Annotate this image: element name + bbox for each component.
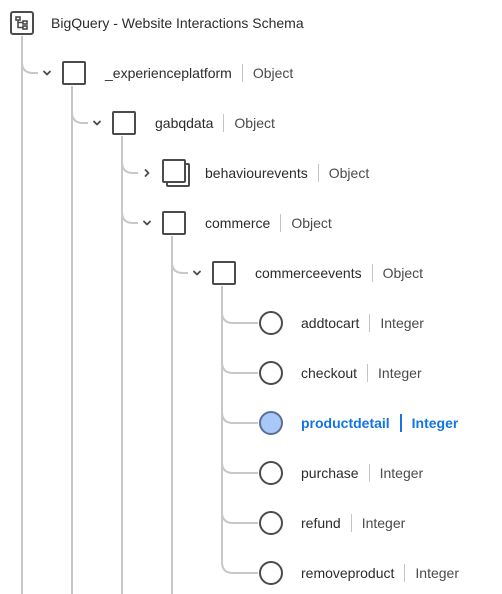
object-icon	[112, 111, 136, 135]
divider	[223, 114, 225, 132]
tree-field-refund[interactable]: refund Integer	[259, 508, 405, 538]
field-name: productdetail	[301, 415, 390, 431]
tree-node-experienceplatform[interactable]: _experienceplatform Object	[40, 58, 293, 88]
tree-field-purchase[interactable]: purchase Integer	[259, 458, 423, 488]
chevron-down-icon[interactable]	[40, 66, 54, 80]
schema-title: BigQuery - Website Interactions Schema	[51, 15, 304, 31]
node-name: behaviourevents	[205, 165, 308, 181]
field-name: removeproduct	[301, 565, 395, 581]
divider	[399, 414, 402, 432]
tree-node-gabqdata[interactable]: gabqdata Object	[90, 108, 275, 138]
tree-node-commerceevents[interactable]: commerceevents Object	[190, 258, 423, 288]
chevron-right-icon[interactable]	[140, 166, 154, 180]
divider	[280, 214, 282, 232]
field-circle-icon	[259, 461, 283, 485]
field-type: Integer	[415, 565, 459, 581]
tree-node-behaviourevents[interactable]: behaviourevents Object	[140, 158, 369, 188]
node-name: commerce	[205, 215, 271, 231]
chevron-down-icon[interactable]	[90, 116, 104, 130]
tree-field-checkout[interactable]: checkout Integer	[259, 358, 422, 388]
schema-tree-icon	[10, 11, 34, 35]
field-type: Integer	[379, 465, 424, 481]
object-array-icon	[162, 159, 190, 187]
node-type: Object	[328, 165, 370, 181]
divider	[368, 464, 370, 482]
divider	[367, 364, 369, 382]
tree-field-addtocart[interactable]: addtocart Integer	[259, 308, 424, 338]
chevron-down-icon[interactable]	[140, 216, 154, 230]
divider	[317, 164, 319, 182]
divider	[241, 64, 243, 82]
node-name: _experienceplatform	[105, 65, 232, 81]
node-type: Object	[382, 265, 424, 281]
field-type: Integer	[380, 315, 424, 331]
field-name: checkout	[301, 365, 358, 381]
tree-node-commerce[interactable]: commerce Object	[140, 208, 332, 238]
field-circle-icon	[259, 411, 283, 435]
node-name: commerceevents	[255, 265, 362, 281]
field-name: purchase	[301, 465, 359, 481]
field-name: addtocart	[301, 315, 360, 331]
object-icon	[62, 61, 86, 85]
field-type: Integer	[361, 515, 406, 531]
field-type: Integer	[411, 415, 459, 431]
field-name: refund	[301, 515, 341, 531]
object-icon	[162, 211, 186, 235]
field-circle-icon	[259, 311, 283, 335]
tree-field-removeproduct[interactable]: removeproduct Integer	[259, 558, 459, 588]
field-circle-icon	[259, 561, 283, 585]
divider	[350, 514, 352, 532]
chevron-down-icon[interactable]	[190, 266, 204, 280]
field-circle-icon	[259, 511, 283, 535]
divider	[404, 564, 406, 582]
node-name: gabqdata	[155, 115, 214, 131]
node-type: Object	[252, 65, 294, 81]
divider	[371, 264, 373, 282]
field-type: Integer	[378, 365, 422, 381]
node-type: Object	[234, 115, 275, 131]
object-icon	[212, 261, 236, 285]
field-circle-icon	[259, 361, 283, 385]
node-type: Object	[291, 215, 332, 231]
divider	[369, 314, 371, 332]
tree-field-productdetail[interactable]: productdetail Integer	[259, 408, 458, 438]
